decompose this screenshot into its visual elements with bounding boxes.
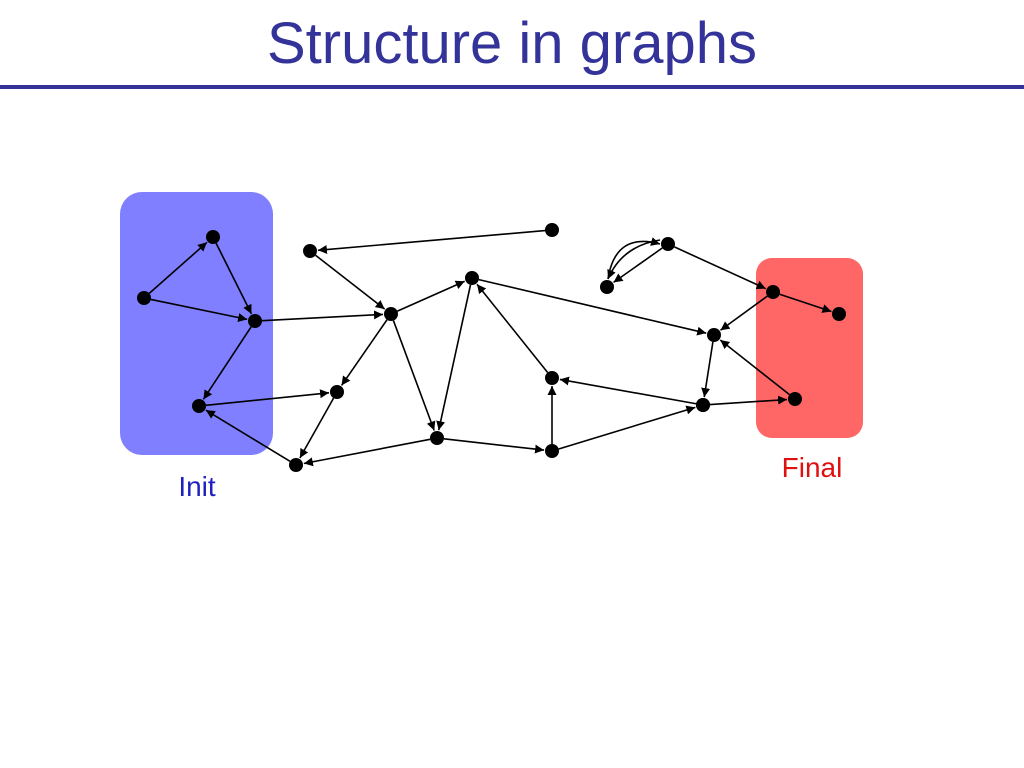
- graph-node: [384, 307, 398, 321]
- graph-node: [545, 371, 559, 385]
- final-region: [756, 258, 863, 438]
- graph-node: [330, 385, 344, 399]
- graph-node: [788, 392, 802, 406]
- graph-edge: [202, 326, 252, 400]
- graph-node: [465, 271, 479, 285]
- slide-title: Structure in graphs: [266, 11, 758, 76]
- graph-edge: [205, 409, 291, 463]
- graph-node: [766, 285, 780, 299]
- graph-edge: [701, 341, 714, 398]
- graph-edge: [559, 376, 697, 405]
- graph-node: [545, 223, 559, 237]
- init-label: Init: [178, 471, 216, 502]
- graph-edge: [299, 397, 335, 459]
- graph-edge: [719, 339, 791, 396]
- graph-edge: [317, 229, 546, 255]
- title-underline: [0, 85, 1024, 89]
- graph-edge: [340, 319, 388, 386]
- graph-node: [832, 307, 846, 321]
- graph-edge: [607, 237, 661, 280]
- graph-node: [248, 314, 262, 328]
- graph-edge: [392, 320, 436, 431]
- graph-edge: [613, 247, 663, 284]
- graph-edge: [674, 246, 767, 290]
- graph-edge: [215, 242, 253, 315]
- final-label: Final: [782, 452, 843, 483]
- graph-node: [707, 328, 721, 342]
- graph-edge: [205, 389, 330, 407]
- graph-edge: [148, 241, 208, 294]
- graph-edge: [397, 280, 466, 312]
- graph-edge: [303, 438, 431, 467]
- graph-node: [661, 237, 675, 251]
- graph-edge: [478, 278, 707, 336]
- graph-node: [545, 444, 559, 458]
- graph-edge: [607, 239, 661, 280]
- graph-node: [289, 458, 303, 472]
- graph-edge: [558, 405, 696, 450]
- graph-edge: [315, 254, 386, 310]
- graph-edge: [719, 295, 768, 331]
- graph-edge: [436, 284, 472, 431]
- graph-edge: [150, 298, 248, 322]
- graph-edge: [261, 310, 384, 322]
- graph-edge: [779, 293, 832, 313]
- graph-node: [430, 431, 444, 445]
- graph-node: [206, 230, 220, 244]
- graph-node: [192, 399, 206, 413]
- graph-node: [137, 291, 151, 305]
- graph-node: [600, 280, 614, 294]
- graph-edge: [443, 437, 545, 454]
- graph-edge: [476, 283, 549, 374]
- graph-node: [303, 244, 317, 258]
- init-region: [120, 192, 273, 455]
- graph-edge: [709, 395, 788, 406]
- graph-node: [696, 398, 710, 412]
